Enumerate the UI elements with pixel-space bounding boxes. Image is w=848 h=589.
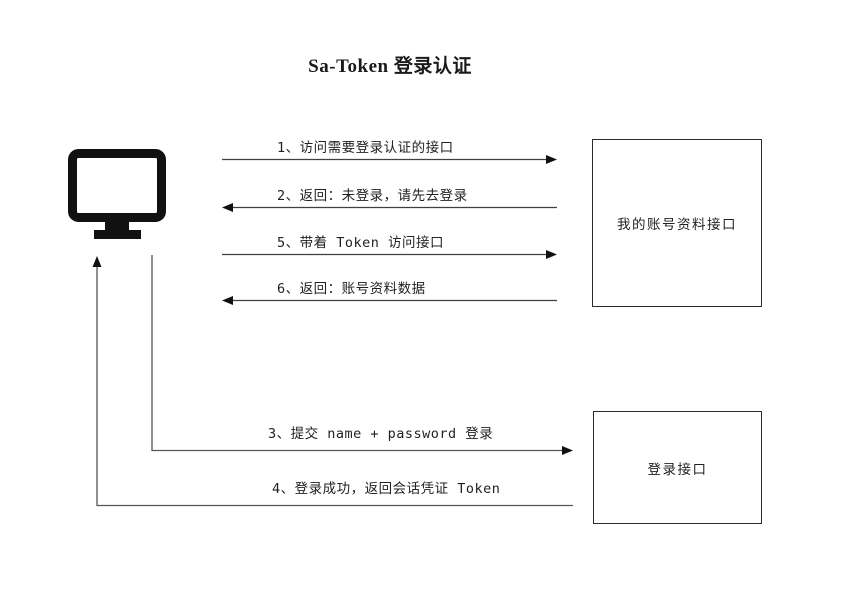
message-1-label: 1、访问需要登录认证的接口 [277, 140, 454, 156]
message-5-arrow [222, 250, 557, 259]
diagram-title: Sa-Token 登录认证 [308, 56, 472, 77]
message-2-arrow [222, 203, 557, 212]
message-5-label: 5、带着 Token 访问接口 [277, 235, 445, 251]
message-6-label: 6、返回：账号资料数据 [277, 281, 426, 297]
login-api-node: 登录接口 [593, 411, 762, 524]
monitor-icon [68, 149, 166, 239]
message-6-arrow [222, 296, 557, 305]
message-2-label: 2、返回：未登录，请先去登录 [277, 188, 468, 204]
login-api-label: 登录接口 [647, 461, 708, 478]
message-3-label: 3、提交 name + password 登录 [268, 426, 494, 442]
profile-api-node: 我的账号资料接口 [592, 139, 762, 307]
message-3-arrow [151, 255, 573, 455]
profile-api-label: 我的账号资料接口 [617, 217, 737, 233]
message-4-arrow [92, 256, 573, 507]
message-1-arrow [222, 155, 557, 164]
message-4-label: 4、登录成功，返回会话凭证 Token [272, 481, 501, 497]
